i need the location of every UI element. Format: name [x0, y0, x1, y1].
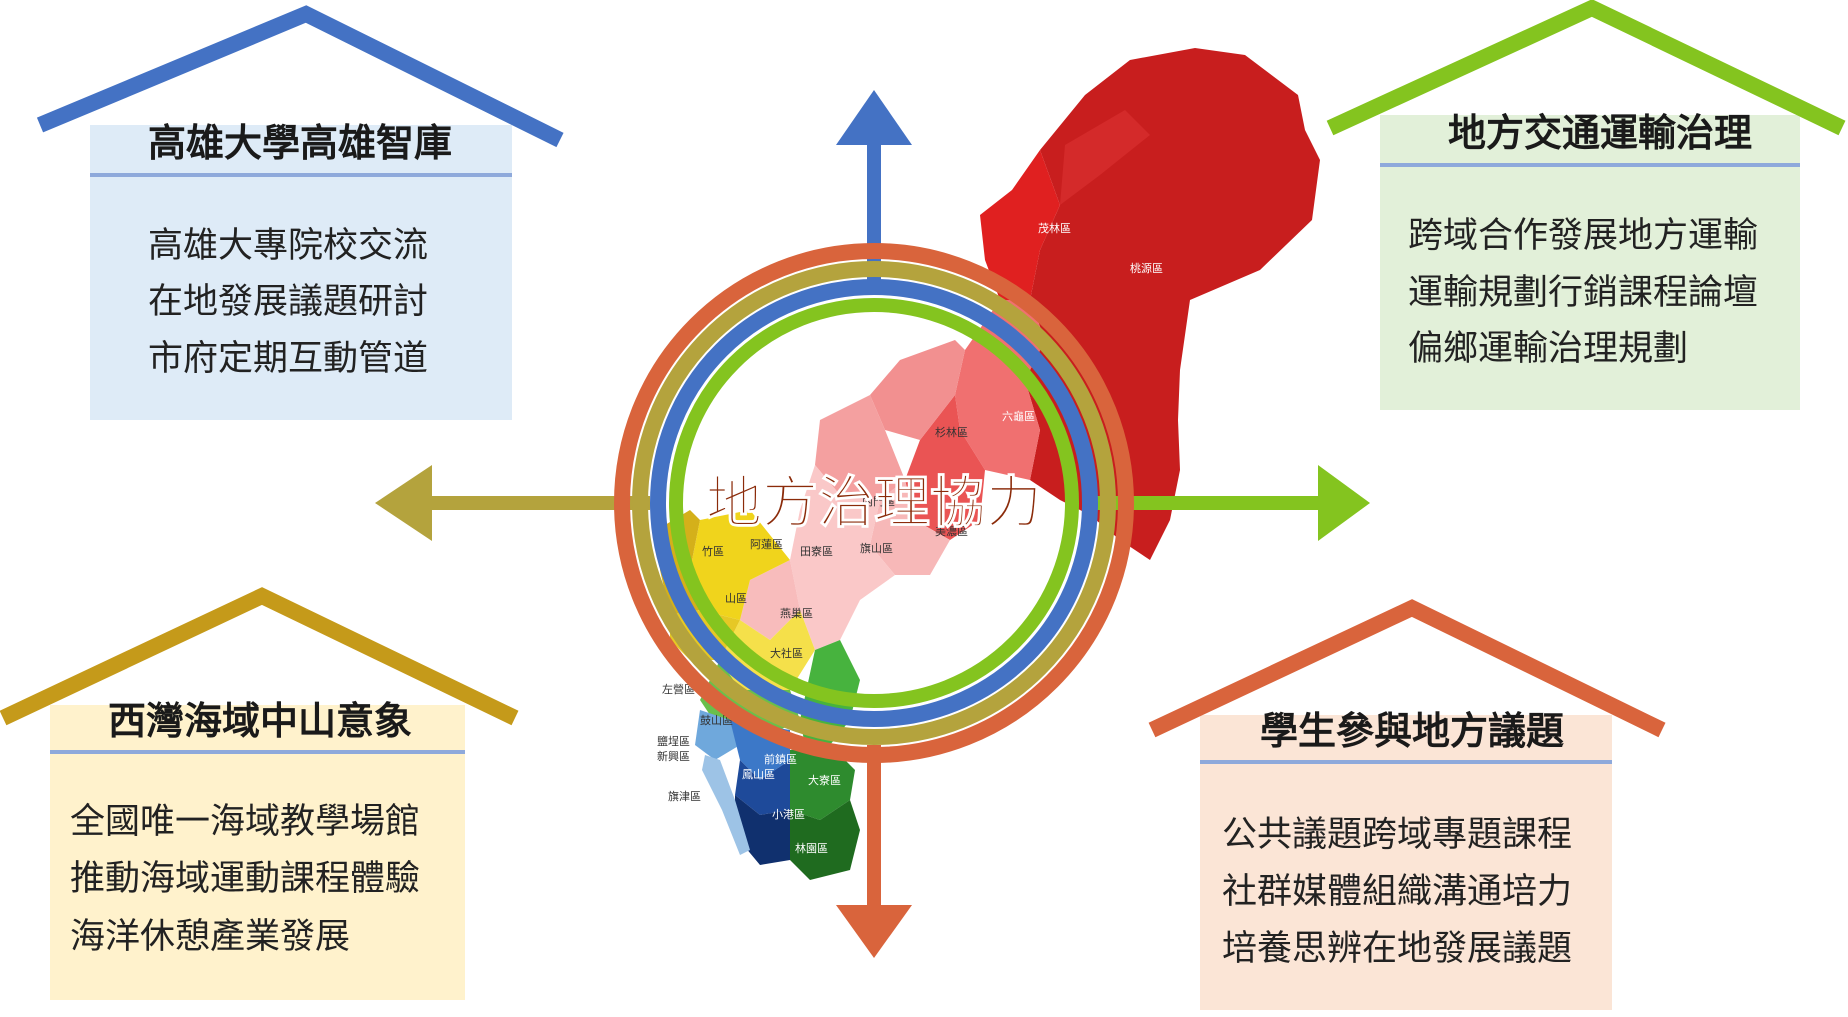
house-bottom-left-roof	[0, 587, 519, 726]
map-label-gushan: 鼓山區	[700, 713, 733, 727]
center-title: 地方治理協力	[706, 471, 1042, 536]
map-district-neimen	[815, 395, 905, 500]
house-top-left-line-1: 高雄大專院校交流	[148, 226, 428, 266]
house-bottom-left: 西灣海域中山意象 全國唯一海域教學場館 推動海域運動課程體驗 海洋休憩產業發展	[0, 587, 519, 1000]
map-district-qishan	[790, 465, 895, 650]
map-district-namaxia	[1060, 110, 1150, 205]
ring-orange	[614, 243, 1134, 763]
house-top-right-title: 地方交通運輸治理	[1448, 111, 1752, 155]
map-district-daliao	[780, 745, 855, 820]
arrow-left-head	[375, 465, 432, 541]
map-label-xinxing: 新興區	[657, 749, 690, 763]
map-label-gangshan: 山區	[725, 592, 747, 605]
house-top-left-roof	[36, 5, 564, 148]
house-bottom-right-line-3: 培養思辨在地發展議題	[1222, 929, 1572, 969]
arrow-left-shaft	[420, 496, 650, 510]
map-district-qijin	[702, 755, 750, 855]
house-top-right-line-3: 偏鄉運輸治理規劃	[1408, 329, 1688, 369]
house-top-left-title: 高雄大學高雄智庫	[148, 121, 452, 165]
map-label-meinong: 美濃區	[935, 524, 968, 538]
map-label-yancheng: 鹽埕區	[657, 734, 690, 748]
arrow-down-head	[836, 905, 912, 958]
map-label-neimen: 內門區	[862, 495, 895, 508]
house-top-right: 地方交通運輸治理 跨域合作發展地方運輸 運輸規劃行銷課程論壇 偏鄉運輸治理規劃	[1326, 0, 1846, 410]
map-district-tianliao	[740, 560, 800, 640]
map-label-zuoying: 左營區	[662, 683, 695, 696]
map-label-qishan: 旗山區	[860, 541, 893, 555]
house-bottom-left-line-1: 全國唯一海域教學場館	[70, 802, 420, 842]
map-label-alian: 阿蓮區	[750, 537, 783, 551]
arrow-up-head	[836, 90, 912, 145]
map-label-lujhu: 竹區	[702, 544, 724, 558]
house-top-right-roof	[1326, 0, 1846, 136]
map-label-liugui: 六龜區	[1002, 410, 1035, 423]
map-district-liugui	[905, 395, 985, 540]
map-label-maolin: 茂林區	[1038, 221, 1071, 235]
map-district-linyuan	[790, 800, 860, 880]
center-rings	[614, 243, 1134, 763]
arrow-down-shaft	[867, 745, 881, 910]
map-labels: 茂林區 桃源區 六龜區 杉林區 內門區 美濃區 旗山區 田寮區 阿蓮區 竹區 山…	[657, 221, 1163, 855]
map-label-shanlin: 杉林區	[935, 425, 968, 439]
map-label-qijin: 旗津區	[668, 789, 701, 803]
map-label-dashe: 大社區	[770, 646, 803, 660]
map-label-daliao: 大寮區	[808, 773, 841, 787]
house-bottom-right-line-2: 社群媒體組織溝通培力	[1222, 872, 1572, 912]
map-label-linyuan: 林園區	[795, 841, 828, 855]
ring-blue	[650, 279, 1098, 727]
house-bottom-left-body	[50, 705, 465, 1000]
arrow-right-shaft	[1085, 496, 1335, 510]
house-top-right-line-2: 運輸規劃行銷課程論壇	[1408, 273, 1758, 313]
ring-olive	[632, 261, 1116, 745]
map-label-taoyuan: 桃源區	[1130, 261, 1163, 275]
map-district-fengshan	[735, 760, 790, 815]
house-bottom-left-title: 西灣海域中山意象	[108, 699, 412, 743]
house-bottom-right-title: 學生參與地方議題	[1260, 709, 1564, 753]
map-district-alian	[690, 510, 790, 620]
map-district-maolin	[980, 150, 1060, 300]
ring-green	[669, 298, 1079, 708]
house-top-left-line-2: 在地發展議題研討	[148, 282, 428, 322]
map-label-xiaogang: 小港區	[772, 808, 805, 821]
house-bottom-left-line-2: 推動海域運動課程體驗	[70, 859, 420, 899]
house-top-left: 高雄大學高雄智庫 高雄大專院校交流 在地發展議題研討 市府定期互動管道	[36, 5, 564, 420]
house-bottom-right-body	[1200, 715, 1612, 1010]
map-label-yanchao: 燕巢區	[780, 607, 813, 620]
house-bottom-right-line-1: 公共議題跨域專題課程	[1222, 815, 1572, 855]
map-label-tianliao: 田寮區	[800, 544, 833, 558]
house-top-right-line-1: 跨域合作發展地方運輸	[1408, 216, 1758, 256]
map-district-meinong	[870, 480, 950, 575]
map-label-fengshan: 鳳山區	[742, 768, 775, 781]
arrow-right-head	[1318, 465, 1370, 541]
house-bottom-right-roof	[1148, 599, 1666, 738]
map-label-lingya: 前鎮區	[764, 752, 797, 766]
house-top-left-line-3: 市府定期互動管道	[148, 339, 428, 379]
house-bottom-right: 學生參與地方議題 公共議題跨域專題課程 社群媒體組織溝通培力 培養思辨在地發展議…	[1148, 599, 1666, 1010]
map-district-shanlin	[870, 340, 965, 440]
house-bottom-left-line-3: 海洋休憩產業發展	[70, 917, 350, 957]
map-district-gushan	[695, 710, 740, 760]
